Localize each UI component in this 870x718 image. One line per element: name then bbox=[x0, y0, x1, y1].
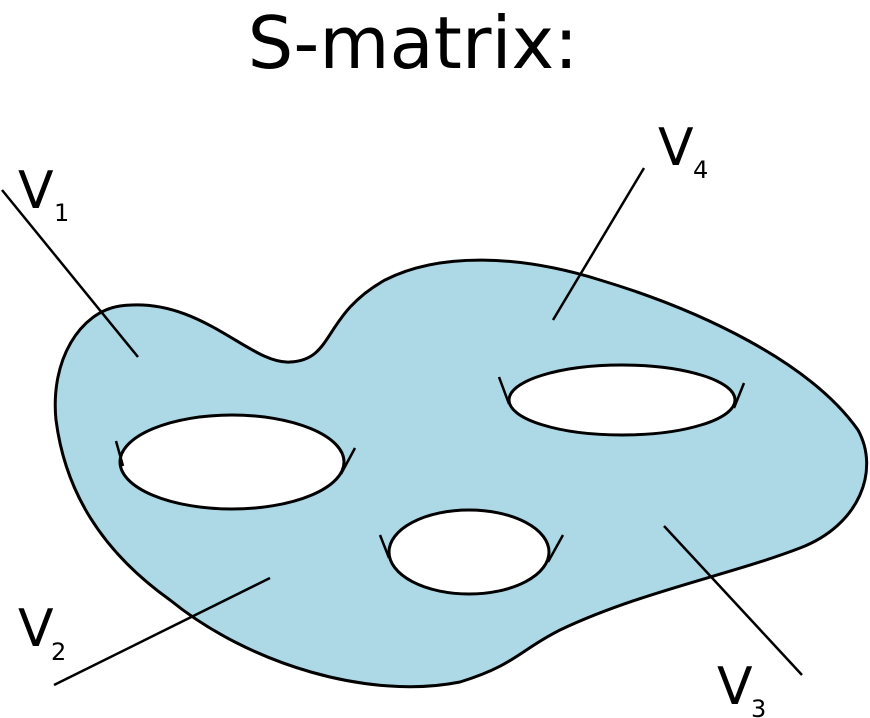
hole-middle bbox=[387, 508, 551, 596]
v2-subscript: 2 bbox=[51, 638, 66, 666]
v4-letter: V bbox=[658, 118, 694, 178]
v2-letter: V bbox=[18, 599, 54, 659]
vertex-label-v2: V 2 bbox=[18, 599, 66, 666]
v1-leader-line bbox=[1, 189, 139, 358]
v4-leader-line bbox=[551, 167, 646, 321]
hole-left bbox=[118, 413, 346, 511]
hole-right bbox=[507, 363, 737, 437]
hole-edge-marks bbox=[114, 376, 746, 563]
v3-subscript: 3 bbox=[751, 695, 766, 718]
v1-letter: V bbox=[18, 161, 54, 221]
diagram-title: S-matrix: bbox=[248, 1, 579, 85]
v2-leader-line bbox=[53, 576, 271, 687]
v4-subscript: 4 bbox=[693, 156, 708, 184]
vertex-label-v1: V 1 bbox=[18, 161, 69, 227]
vertex-label-v3: V 3 bbox=[717, 657, 766, 718]
v3-letter: V bbox=[717, 657, 753, 717]
vertex-label-v4: V 4 bbox=[658, 118, 708, 184]
v3-leader-line bbox=[663, 525, 803, 676]
v1-subscript: 1 bbox=[54, 199, 69, 227]
